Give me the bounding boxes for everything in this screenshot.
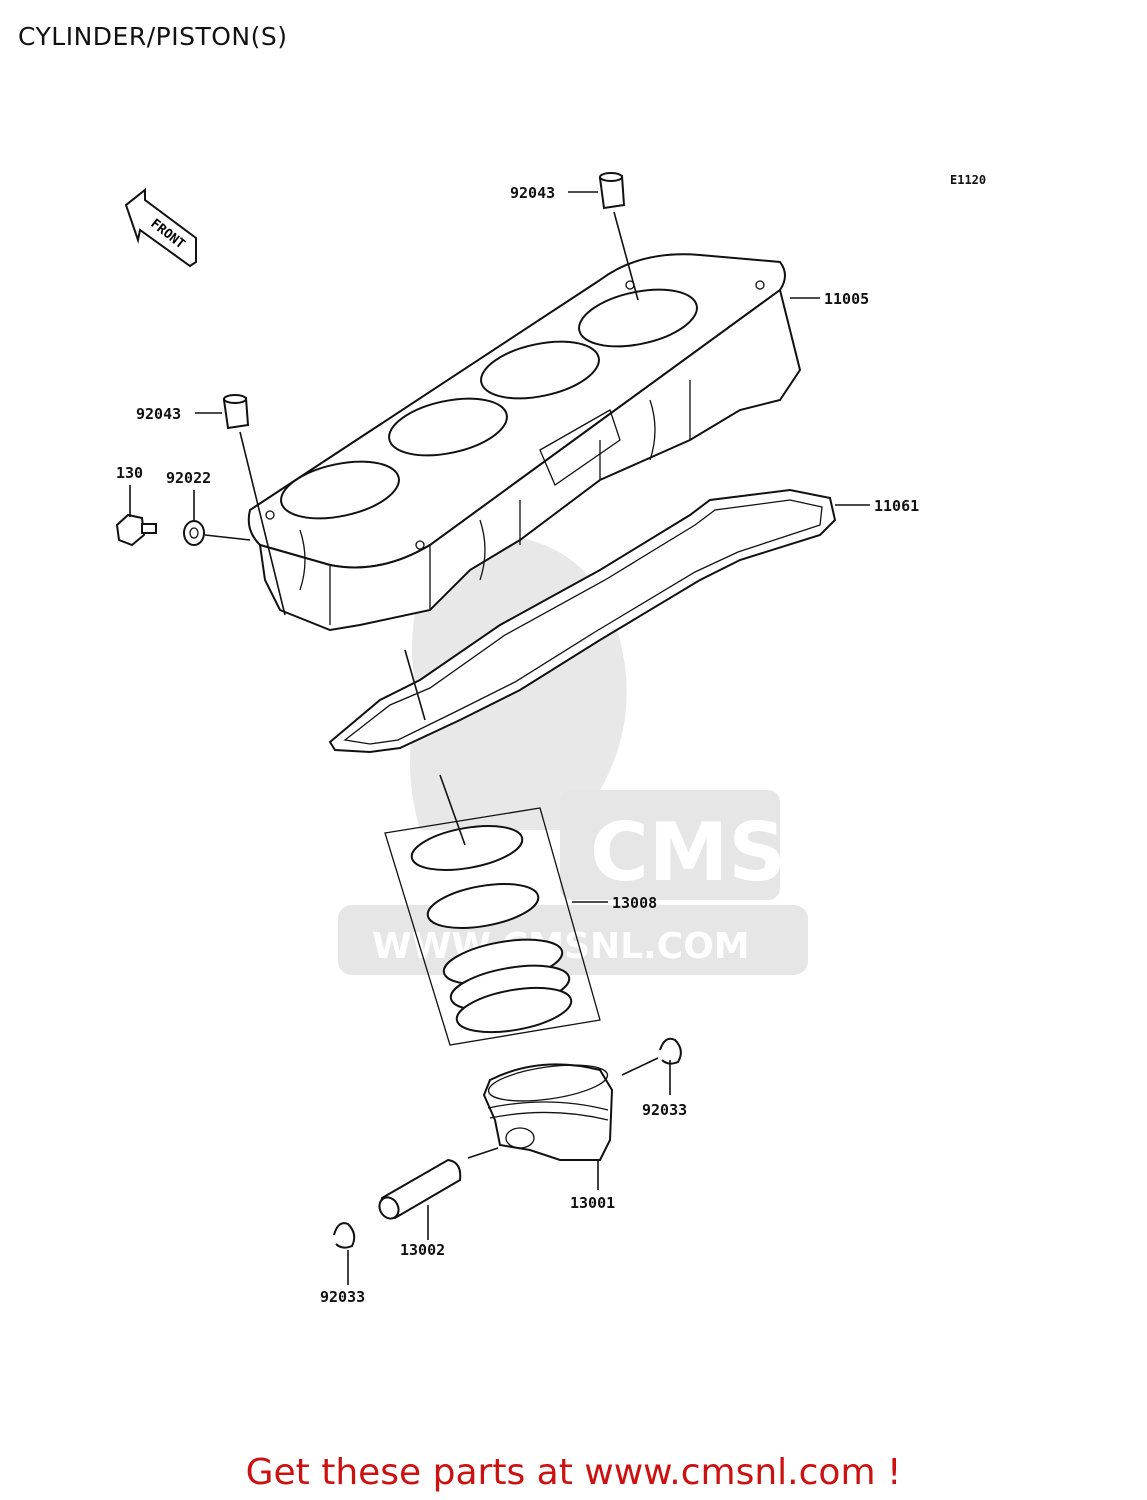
watermark-logo: CMS: [590, 806, 786, 899]
cylinder-block: [247, 253, 802, 632]
part-label: 13001: [570, 1194, 615, 1212]
part-labels: 92043 11005 92043 130 92022 11061 13008 …: [116, 184, 919, 1306]
leader-lines: [129, 191, 870, 1285]
part-label: 11061: [874, 497, 919, 515]
part-label: 13008: [612, 894, 657, 912]
part-label: 11005: [824, 290, 869, 308]
piston-rings: [384, 807, 601, 1046]
part-label: 13002: [400, 1241, 445, 1259]
cylinder-gasket: [328, 488, 837, 754]
watermark-url: WWW.CMSNL.COM: [372, 926, 750, 967]
part-label: 92033: [642, 1101, 687, 1119]
circlip-left: [333, 1222, 356, 1249]
dowel-pin-upper: [598, 172, 626, 210]
piston-pin: [378, 1158, 462, 1220]
part-label: 92043: [136, 405, 181, 423]
front-arrow-icon: FRONT: [124, 187, 197, 268]
bolt: [115, 513, 157, 547]
parts-diagram: CMS WWW.CMSNL.COM FRONT E1120: [115, 172, 986, 1306]
call-to-action-link[interactable]: Get these parts at www.cmsnl.com !: [245, 1452, 902, 1493]
diagram-code: E1120: [950, 173, 986, 187]
washer: [183, 520, 205, 546]
page-title: CYLINDER/PISTON(S): [18, 22, 288, 51]
part-label: 92043: [510, 184, 555, 202]
part-label: 92033: [320, 1288, 365, 1306]
dowel-pin-lower: [222, 394, 250, 430]
part-label: 92022: [166, 469, 211, 487]
part-label: 130: [116, 464, 143, 482]
piston: [482, 1063, 614, 1161]
circlip-right: [659, 1037, 682, 1065]
